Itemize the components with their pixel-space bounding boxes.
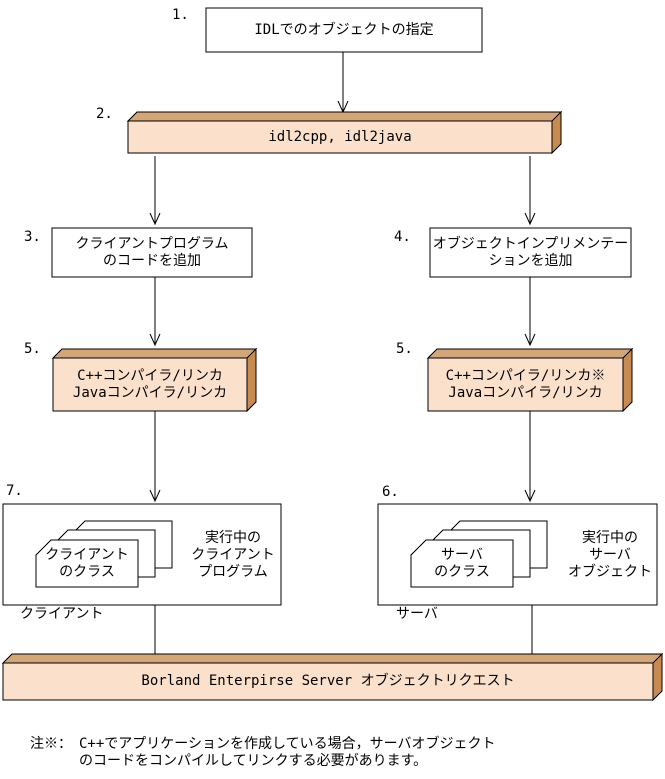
arrowhead-icon — [524, 333, 536, 347]
step1-number: 1. — [172, 7, 189, 23]
compiler-right-box-face — [427, 357, 624, 412]
note-prefix: 注※： — [30, 736, 72, 752]
step7-number: 7. — [6, 483, 23, 499]
idl-spec-box — [205, 7, 483, 53]
client-class-label: クライアント のクラス — [45, 546, 129, 580]
compiler-right-box-side — [622, 347, 633, 413]
client-code-label: クライアントプログラム のコードを追加 — [75, 235, 229, 269]
step3-number: 3. — [24, 229, 41, 245]
arrowhead-icon — [149, 333, 161, 347]
client-class-card-front — [35, 539, 139, 588]
step2-number: 2. — [96, 106, 113, 122]
arrowhead-icon — [524, 489, 536, 503]
compiler-left-box-face — [52, 357, 248, 412]
arrowhead-icon — [149, 212, 161, 226]
client-code-box — [51, 227, 253, 278]
arrowhead-icon — [524, 212, 536, 226]
bus-bar-top — [1, 653, 664, 664]
bus-bar-face — [2, 662, 654, 701]
note-line2: のコードをコンパイルしてリンクする必要があります。 — [79, 753, 428, 769]
step5-right-number: 5. — [396, 341, 413, 357]
idl2cpp-box-face — [127, 120, 553, 154]
client-runtime-desc: 実行中の クライアント プログラム — [191, 529, 275, 580]
compiler-left-label: C++コンパイラ/リンカ Javaコンパイラ/リンカ — [72, 367, 228, 401]
note-line1: C++でアプリケーションを作成している場合，サーバオブジェクト — [79, 736, 496, 752]
object-impl-label: オブジェクトインプリメンテー ションを追加 — [432, 235, 629, 269]
compiler-right-label: C++コンパイラ/リンカ※ Javaコンパイラ/リンカ — [445, 367, 606, 401]
compiler-left-box-side — [246, 347, 257, 413]
bus-label: Borland Enterpirse Server オブジェクトリクエスト — [141, 673, 515, 689]
compiler-right-box-top — [426, 348, 634, 359]
step5-left-number: 5. — [24, 341, 41, 357]
compiler-left-box-top — [51, 348, 258, 359]
arrowhead-icon — [149, 489, 161, 503]
step6-number: 6. — [382, 484, 399, 500]
idl2cpp-label: idl2cpp, idl2java — [268, 128, 412, 145]
idl2cpp-box-top — [126, 111, 563, 122]
step4-number: 4. — [394, 229, 411, 245]
client-caption: クライアント — [20, 606, 104, 622]
server-runtime-desc: 実行中の サーバ オブジェクト — [568, 529, 652, 580]
object-impl-box — [429, 227, 632, 278]
idl-spec-label: IDLでのオブジェクトの指定 — [254, 21, 434, 38]
server-class-card-front — [410, 539, 514, 588]
server-class-label: サーバ のクラス — [434, 546, 490, 580]
server-caption: サーバ — [396, 606, 438, 622]
